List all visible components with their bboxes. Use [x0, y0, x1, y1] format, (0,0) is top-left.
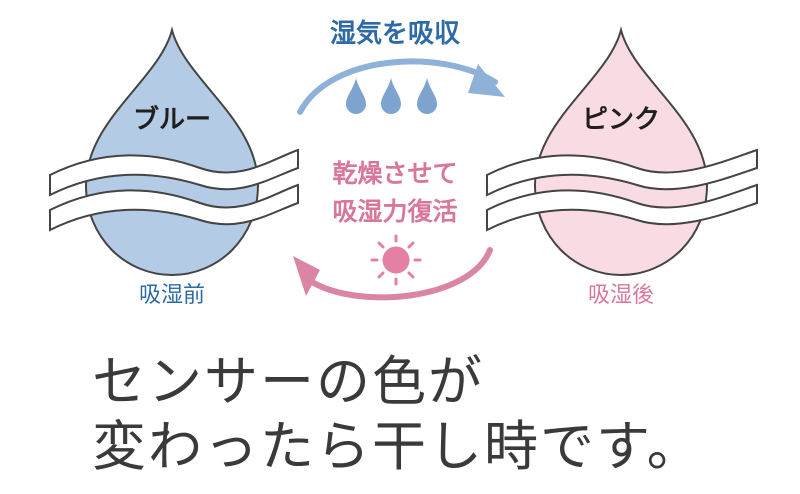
left-drop-caption: 吸湿前	[139, 283, 205, 308]
left-fabric-wave-icon	[49, 148, 299, 232]
right-fabric-wave-icon	[486, 148, 758, 232]
water-drop-icon	[346, 78, 366, 114]
water-drops	[346, 78, 437, 114]
bottom-arrow-head	[293, 256, 320, 296]
water-drop-icon	[381, 78, 401, 114]
sun-icon	[370, 234, 422, 286]
right-drop-caption: 吸湿後	[588, 283, 654, 308]
top-label: 湿気を吸収	[330, 18, 461, 49]
headline-line2: 変わったら干し時です。	[92, 415, 703, 478]
right-droplet-icon	[533, 26, 709, 277]
water-drop-icon	[417, 78, 437, 114]
right-drop: ピンク 吸湿後	[486, 26, 758, 308]
left-drop-label: ブルー	[133, 104, 211, 135]
top-arrow-head	[468, 64, 505, 97]
headline-line1: センサーの色が	[92, 350, 484, 413]
left-droplet-icon	[84, 26, 260, 277]
bottom-curved-arrow-left-icon	[309, 247, 493, 301]
top-curved-arrow-right-icon	[297, 58, 498, 115]
middle-label-line2: 吸湿力復活	[332, 197, 457, 226]
left-drop: ブルー 吸湿前	[49, 26, 299, 308]
middle-label-line1: 乾燥させて	[332, 159, 457, 188]
right-drop-label: ピンク	[582, 105, 660, 135]
